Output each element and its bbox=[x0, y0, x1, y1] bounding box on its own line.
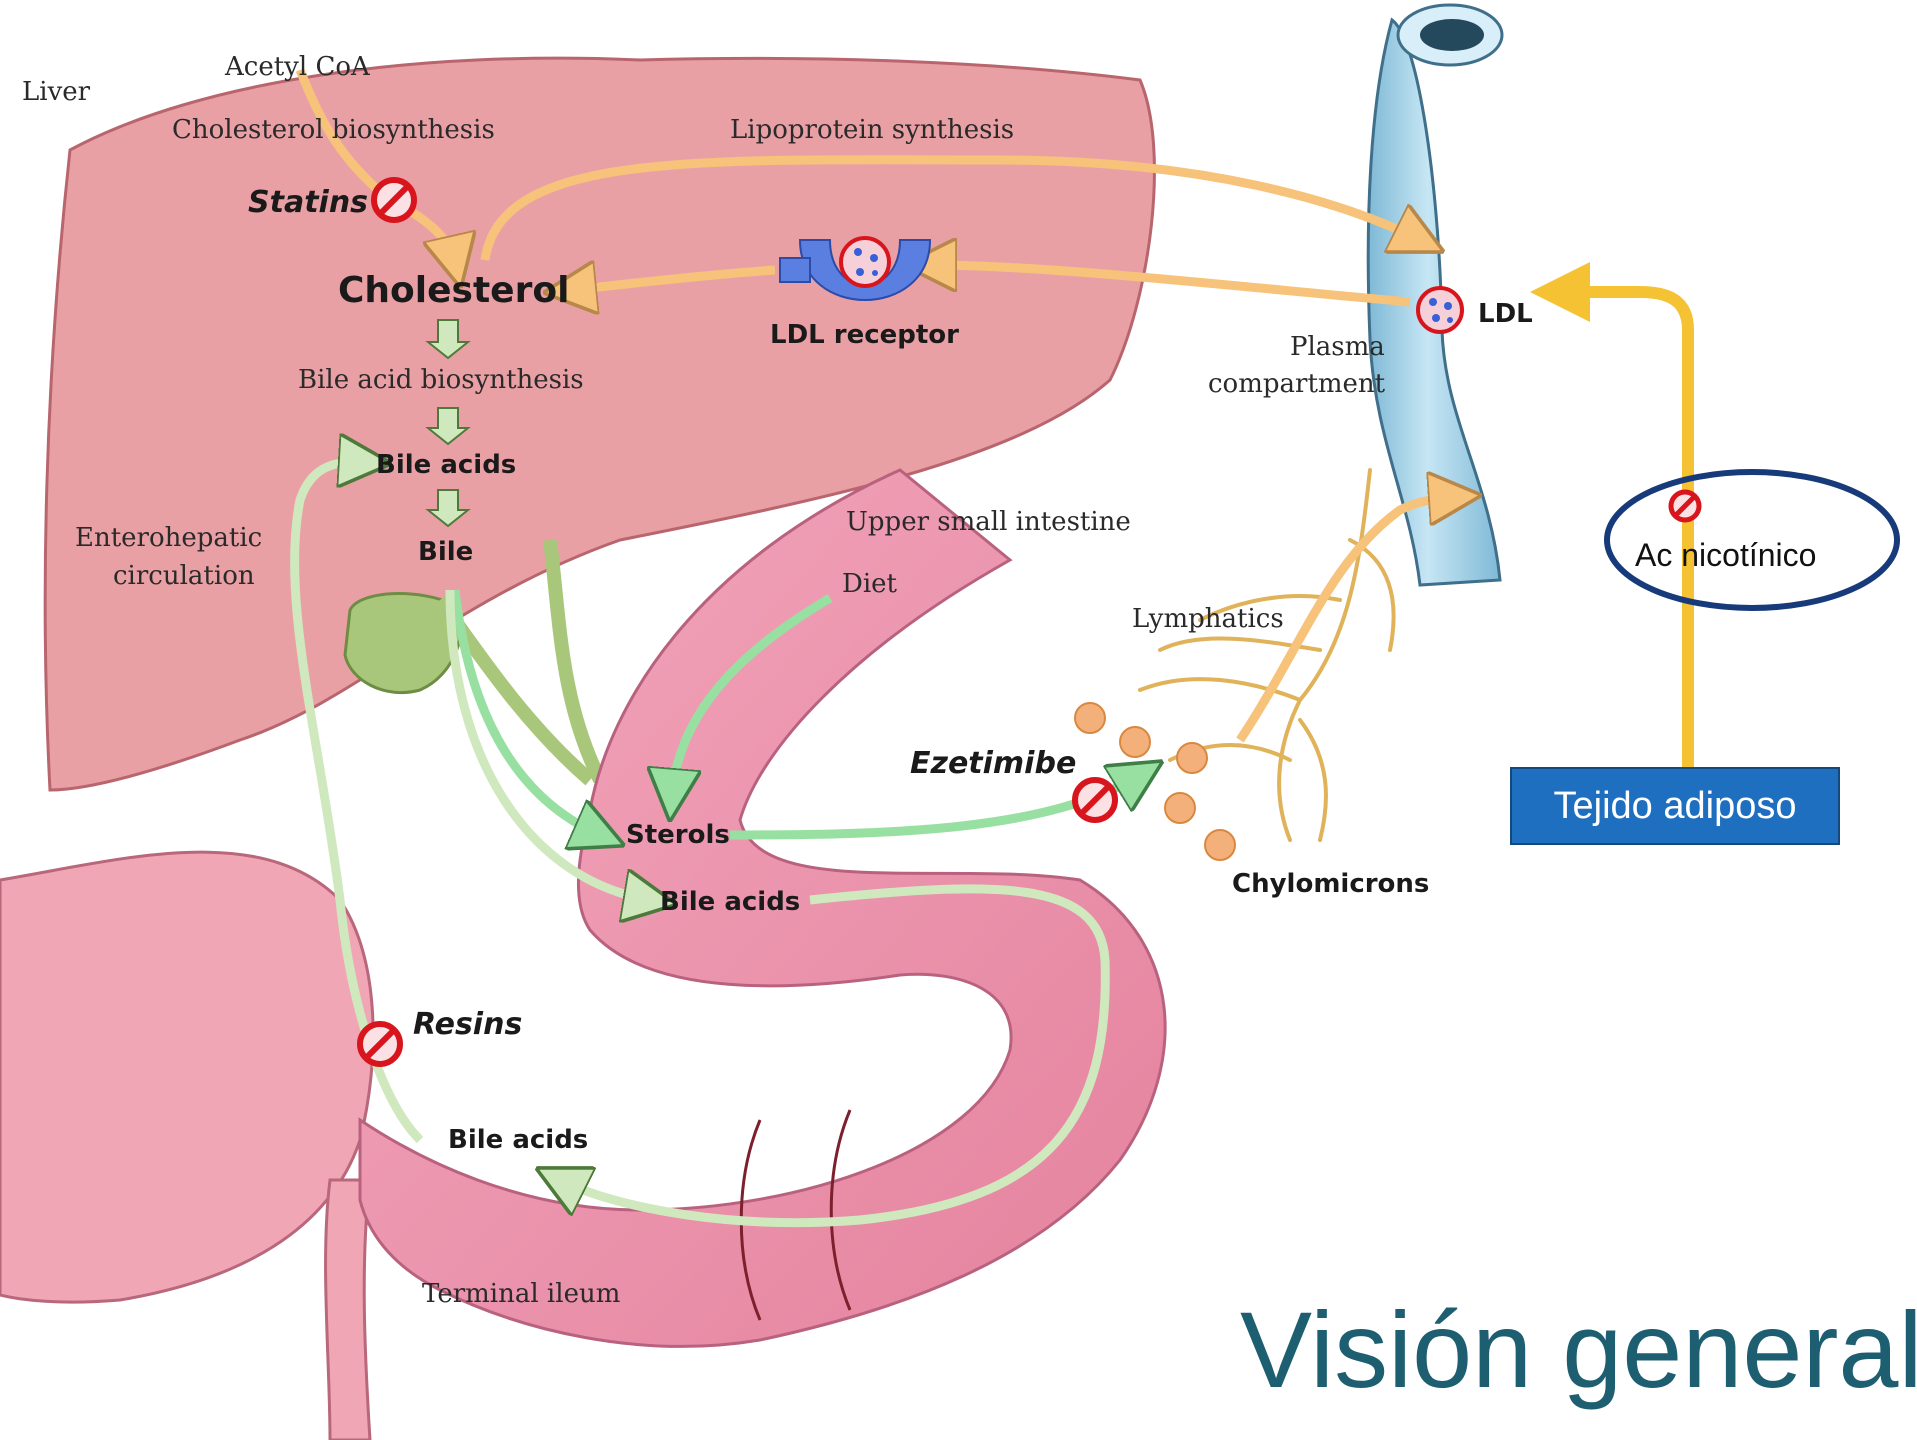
label-compartment: compartment bbox=[1208, 369, 1386, 399]
label-enterohepatic: Enterohepatic bbox=[75, 523, 262, 553]
arrow-adipose-to-ldl bbox=[1560, 292, 1688, 767]
label-acetyl-coa: Acetyl CoA bbox=[224, 52, 371, 82]
label-chylomicrons: Chylomicrons bbox=[1232, 869, 1429, 899]
label-ac-nicotinico: Ac nicotínico bbox=[1635, 537, 1816, 573]
label-bile-acid-biosynthesis: Bile acid biosynthesis bbox=[298, 365, 584, 395]
duodenum-stem bbox=[326, 1180, 370, 1440]
label-bile-acids-intestine: Bile acids bbox=[660, 887, 800, 917]
label-upper-small-intestine: Upper small intestine bbox=[846, 507, 1131, 537]
label-ldl: LDL bbox=[1478, 299, 1533, 329]
label-statins: Statins bbox=[248, 185, 368, 220]
label-bile: Bile bbox=[418, 537, 473, 567]
label-bile-acids-ileum: Bile acids bbox=[448, 1125, 588, 1155]
label-ezetimibe: Ezetimibe bbox=[910, 746, 1076, 781]
label-cholesterol-biosynthesis: Cholesterol biosynthesis bbox=[172, 115, 495, 145]
slide-title: Visión general bbox=[1240, 1285, 1910, 1415]
label-diet: Diet bbox=[842, 569, 898, 599]
resins-inhibitor-icon bbox=[360, 1024, 400, 1064]
label-terminal-ileum: Terminal ileum bbox=[422, 1279, 620, 1309]
label-lipoprotein-synthesis: Lipoprotein synthesis bbox=[730, 115, 1014, 145]
label-cholesterol: Cholesterol bbox=[338, 270, 569, 311]
liver-shape bbox=[45, 58, 1154, 790]
ac-nicotinico-inhibitor-icon bbox=[1671, 492, 1699, 520]
label-resins: Resins bbox=[413, 1007, 522, 1042]
statins-inhibitor-icon bbox=[374, 180, 414, 220]
tejido-adiposo-box: Tejido adiposo bbox=[1510, 767, 1840, 845]
label-circulation: circulation bbox=[113, 561, 255, 591]
tejido-adiposo-label: Tejido adiposo bbox=[1554, 785, 1797, 828]
label-plasma: Plasma bbox=[1290, 332, 1385, 362]
label-liver: Liver bbox=[22, 77, 91, 107]
label-bile-acids-liver: Bile acids bbox=[376, 450, 516, 480]
label-sterols: Sterols bbox=[626, 820, 730, 850]
label-lymphatics: Lymphatics bbox=[1132, 604, 1284, 634]
lymphatics-vessels bbox=[1140, 470, 1394, 840]
stomach-shape bbox=[0, 852, 373, 1302]
ldl-particle-receptor bbox=[841, 238, 889, 286]
label-ldl-receptor: LDL receptor bbox=[770, 320, 959, 350]
ezetimibe-inhibitor-icon bbox=[1075, 780, 1115, 820]
ldl-particle-plasma bbox=[1418, 288, 1462, 332]
